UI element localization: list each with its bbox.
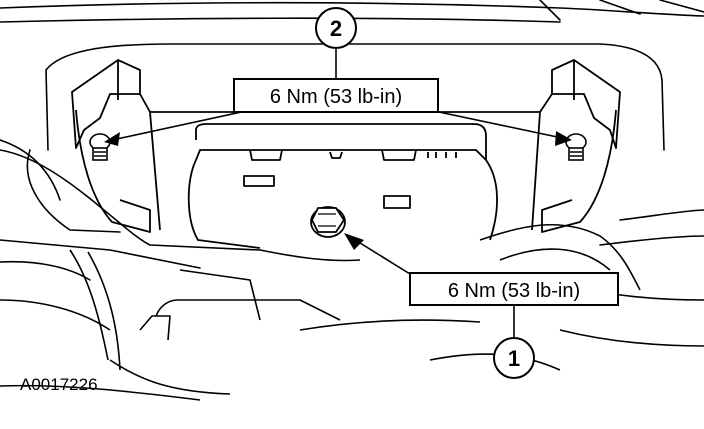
bolt-left-icon: [89, 133, 111, 161]
lower-trim: [0, 223, 704, 401]
torque-label-lower: 6 Nm (53 lb-in): [409, 272, 619, 306]
callout-2: 2: [315, 7, 357, 49]
leader-lines: [111, 48, 563, 340]
callout-number: 2: [330, 16, 342, 41]
vehicle-structure: [0, 0, 704, 281]
arrowheads: [104, 131, 572, 250]
bolt-center-icon: [310, 206, 346, 238]
torque-spec: 6 Nm (53 lb-in): [270, 86, 402, 108]
torque-spec: 6 Nm (53 lb-in): [448, 280, 580, 302]
figure-id: A0017226: [20, 375, 98, 394]
torque-label-upper: 6 Nm (53 lb-in): [233, 78, 439, 113]
steering-column-shroud: [187, 123, 498, 249]
bolt-right-icon: [565, 133, 587, 161]
callout-1: 1: [493, 337, 535, 379]
callout-number: 1: [508, 346, 520, 371]
